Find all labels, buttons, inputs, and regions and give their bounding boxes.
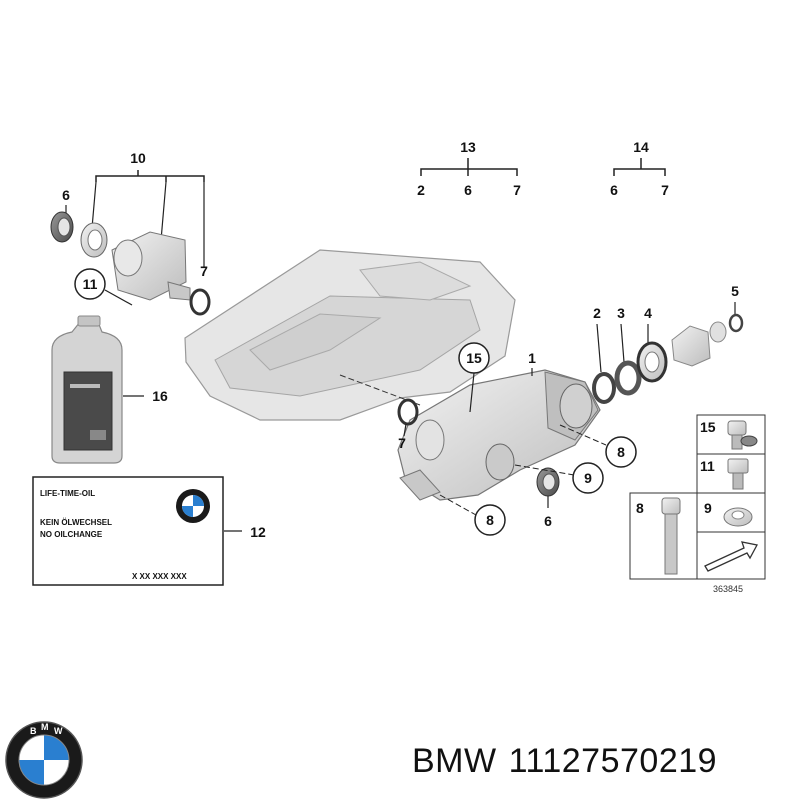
o-ring-part: 7 bbox=[189, 263, 211, 316]
svg-text:15: 15 bbox=[466, 350, 482, 366]
callout-13: 13 bbox=[460, 139, 476, 155]
arrow-icon bbox=[696, 531, 766, 580]
front-differential-part bbox=[397, 369, 601, 501]
svg-text:1: 1 bbox=[528, 350, 536, 366]
svg-text:9: 9 bbox=[584, 470, 592, 486]
callout-14: 14 bbox=[633, 139, 649, 155]
hex-bolt-small-part bbox=[727, 458, 749, 490]
bmw-logo-icon: B M W bbox=[5, 721, 83, 799]
callout-4: 4 bbox=[644, 305, 652, 321]
label-line-2: KEIN ÖLWECHSEL bbox=[40, 518, 112, 527]
svg-text:8: 8 bbox=[486, 512, 494, 528]
svg-text:11: 11 bbox=[83, 276, 98, 292]
o-ring-center-part: 7 bbox=[397, 398, 419, 451]
callout-10: 10 bbox=[130, 150, 146, 166]
svg-text:8: 8 bbox=[617, 444, 625, 460]
callout-6-a: 6 bbox=[62, 187, 70, 203]
table-label-9: 9 bbox=[704, 500, 712, 516]
part-number-caption: BMW 11127570219 bbox=[412, 742, 729, 781]
long-bolt-part bbox=[661, 497, 681, 575]
callout-group-10: 10 6 bbox=[62, 150, 205, 268]
callout-7-c: 7 bbox=[661, 182, 669, 198]
label-line-1: LIFE-TIME-OIL bbox=[40, 489, 95, 498]
oil-bottle-icon bbox=[51, 315, 123, 464]
callout-5: 5 bbox=[731, 283, 739, 299]
seal-ring-bottom-part: 6 bbox=[536, 467, 560, 529]
label-code: X XX XXX XXX bbox=[132, 572, 187, 581]
svg-text:M: M bbox=[41, 722, 49, 732]
table-label-15: 15 bbox=[700, 419, 716, 435]
part-number: 11127570219 bbox=[508, 742, 718, 780]
callout-6-d: 6 bbox=[544, 513, 552, 529]
fastener-table: 15 11 8 9 363845 bbox=[629, 414, 766, 594]
callout-7-d: 7 bbox=[398, 435, 406, 451]
bearing-part bbox=[80, 222, 108, 258]
svg-text:12: 12 bbox=[250, 524, 266, 540]
callout-2-a: 2 bbox=[417, 182, 425, 198]
callout-7-b: 7 bbox=[513, 182, 521, 198]
callout-16: 16 bbox=[123, 388, 168, 404]
svg-text:B: B bbox=[30, 726, 37, 736]
callout-15-center: 15 bbox=[458, 342, 490, 413]
seal-ring-part bbox=[50, 211, 74, 243]
washer-group-right: 2 3 4 5 bbox=[592, 283, 744, 404]
callout-7-a: 7 bbox=[200, 263, 208, 279]
callout-11: 11 bbox=[74, 268, 133, 306]
callout-12: 12 bbox=[224, 524, 266, 540]
table-label-8: 8 bbox=[636, 500, 644, 516]
callout-8-right: 8 bbox=[559, 424, 637, 468]
plug-bolt-part bbox=[727, 420, 758, 450]
brand-name: BMW bbox=[412, 742, 497, 780]
callout-6-b: 6 bbox=[464, 182, 472, 198]
svg-text:16: 16 bbox=[152, 388, 168, 404]
label-line-3: NO OILCHANGE bbox=[40, 530, 103, 539]
callout-group-13: 13 2 6 7 bbox=[417, 139, 521, 198]
callout-6-c: 6 bbox=[610, 182, 618, 198]
callout-2-b: 2 bbox=[593, 305, 601, 321]
diagram-code: 363845 bbox=[713, 584, 743, 594]
callout-group-14: 14 6 7 bbox=[610, 139, 669, 198]
callout-1: 1 bbox=[528, 350, 536, 376]
flange-housing-part bbox=[111, 231, 191, 301]
svg-text:W: W bbox=[54, 726, 63, 736]
oil-label-card: LIFE-TIME-OIL KEIN ÖLWECHSEL NO OILCHANG… bbox=[32, 476, 224, 586]
washer-nut-part bbox=[723, 507, 753, 527]
bmw-logo-icon bbox=[176, 489, 210, 523]
callout-8-bottom: 8 bbox=[439, 494, 506, 536]
callout-3: 3 bbox=[617, 305, 625, 321]
callout-9: 9 bbox=[514, 462, 604, 494]
oil-pan-part bbox=[184, 249, 516, 421]
table-label-11: 11 bbox=[700, 458, 715, 474]
